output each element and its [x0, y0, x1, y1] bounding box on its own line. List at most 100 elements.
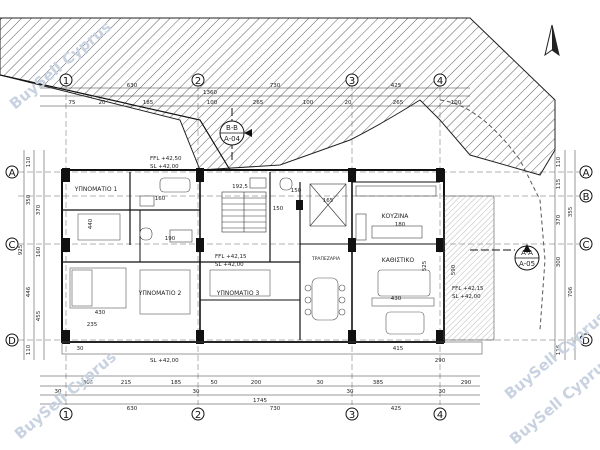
svg-text:215: 215 [121, 380, 132, 386]
level-sl-bottom: SL +42,00 [150, 358, 179, 364]
svg-text:265: 265 [253, 100, 264, 106]
grid-bubble-col-2-bottom: 2 [191, 407, 205, 421]
svg-text:630: 630 [127, 83, 138, 89]
svg-text:730: 730 [270, 83, 281, 89]
svg-text:430: 430 [95, 310, 106, 316]
beds [69, 213, 271, 315]
svg-text:30: 30 [55, 389, 62, 395]
svg-text:415: 415 [393, 346, 404, 352]
grid-bubble-row-b-right: B [579, 189, 593, 203]
grid-bubble-col-1-bottom: 1 [59, 407, 73, 421]
bathroom-fixtures [139, 177, 293, 243]
svg-text:730: 730 [270, 406, 281, 412]
svg-text:190: 190 [165, 236, 176, 242]
dimension-lines-left [23, 150, 45, 360]
svg-text:2: 2 [195, 76, 201, 87]
balcony-hatch [443, 195, 495, 341]
svg-text:235: 235 [87, 322, 98, 328]
svg-text:30: 30 [347, 389, 354, 395]
kitchen-counter [355, 185, 437, 241]
svg-text:160: 160 [155, 196, 166, 202]
curved-boundary [439, 99, 546, 331]
svg-text:3: 3 [349, 76, 355, 87]
room-label-bedroom1: ΥΠΝΟΜΑΤΙΟ 1 [74, 186, 118, 193]
svg-text:290: 290 [461, 380, 472, 386]
svg-text:30: 30 [317, 380, 324, 386]
dim-bottom-row1: 305 215 185 50 200 30 385 290 [83, 380, 472, 386]
svg-text:3: 3 [349, 410, 355, 421]
svg-text:1: 1 [63, 76, 69, 87]
svg-text:185: 185 [143, 100, 154, 106]
svg-text:A-05: A-05 [519, 260, 535, 268]
svg-text:925: 925 [18, 244, 24, 255]
svg-text:150: 150 [273, 206, 284, 212]
svg-text:B: B [583, 192, 590, 203]
dim-bottom-row2: 30 30 30 30 [55, 389, 446, 395]
dim-bottom-total: 1745 [253, 398, 267, 404]
svg-text:A-A: A-A [521, 249, 533, 257]
level-sl-mid: SL +42,00 [215, 262, 244, 268]
dim-top-total: 1360 [203, 90, 217, 96]
svg-text:370: 370 [556, 214, 562, 225]
room-label-living: ΚΑΘΙΣΤΙΚΟ [382, 257, 415, 264]
svg-text:290: 290 [435, 358, 446, 364]
level-ffl-right: FFL +42,15 [452, 286, 484, 292]
grid-bubble-col-4-top: 4 [433, 73, 447, 87]
svg-text:355: 355 [568, 206, 574, 217]
grid-bubble-row-d-right: D [579, 333, 593, 347]
svg-text:192,5: 192,5 [232, 184, 248, 190]
svg-text:370: 370 [36, 204, 42, 215]
dim-top-row2: 75 20 185 100 265 100 20 265 100 [69, 100, 462, 106]
structural-columns [62, 168, 444, 344]
svg-text:200: 200 [251, 380, 262, 386]
dim-bottom-row3: 630 730 425 [127, 406, 402, 412]
svg-text:20: 20 [345, 100, 352, 106]
svg-text:706: 706 [568, 286, 574, 297]
svg-text:A-04: A-04 [224, 135, 241, 143]
grid-bubble-row-a-left: A [5, 165, 19, 179]
dimension-lines-bottom [40, 375, 480, 405]
svg-text:4: 4 [437, 410, 443, 421]
svg-text:180: 180 [395, 222, 406, 228]
svg-text:116: 116 [556, 344, 562, 355]
svg-text:455: 455 [36, 310, 42, 321]
svg-text:590: 590 [451, 264, 457, 275]
svg-text:1: 1 [63, 410, 69, 421]
grid-bubble-row-c-left: C [5, 237, 19, 251]
level-ffl-mid: FFL +42,15 [215, 254, 247, 260]
svg-text:185: 185 [171, 380, 182, 386]
svg-text:430: 430 [391, 296, 402, 302]
room-label-dining: ΤΡΑΠΕΖΑΡΙΑ [311, 256, 341, 262]
svg-text:425: 425 [391, 83, 402, 89]
north-arrow-icon [544, 24, 560, 57]
svg-text:150: 150 [291, 188, 302, 194]
svg-text:A: A [9, 168, 16, 179]
grid-bubble-col-2-top: 2 [191, 73, 205, 87]
dim-left: 110 350 370 925 160 446 455 110 [18, 156, 42, 355]
section-mark-aa: A-A A-05 [470, 244, 540, 271]
level-ffl-top: FFL +42,50 [150, 156, 182, 162]
svg-text:30: 30 [439, 389, 446, 395]
svg-text:525: 525 [422, 260, 428, 271]
grid-bubble-col-1-top: 1 [59, 73, 73, 87]
dim-inner: 440 160 190 150 165 180 192,5 150 430 43… [77, 184, 458, 364]
dimension-lines-top [40, 87, 470, 107]
svg-text:115: 115 [556, 178, 562, 189]
svg-text:A: A [583, 168, 590, 179]
dining-table [304, 277, 346, 321]
grid-bubble-row-d-left: D [5, 333, 19, 347]
hatched-boundary-area [0, 17, 556, 176]
svg-text:100: 100 [207, 100, 218, 106]
svg-text:265: 265 [393, 100, 404, 106]
svg-text:50: 50 [211, 380, 218, 386]
svg-text:110: 110 [556, 156, 562, 167]
svg-text:4: 4 [437, 76, 443, 87]
grid-bubble-col-3-top: 3 [345, 73, 359, 87]
stair-core [221, 191, 267, 233]
svg-text:110: 110 [26, 344, 32, 355]
svg-text:100: 100 [451, 100, 462, 106]
room-label-kitchen: ΚΟΥΖΙΝΑ [382, 213, 410, 220]
svg-text:300: 300 [556, 256, 562, 267]
svg-text:305: 305 [83, 380, 94, 386]
